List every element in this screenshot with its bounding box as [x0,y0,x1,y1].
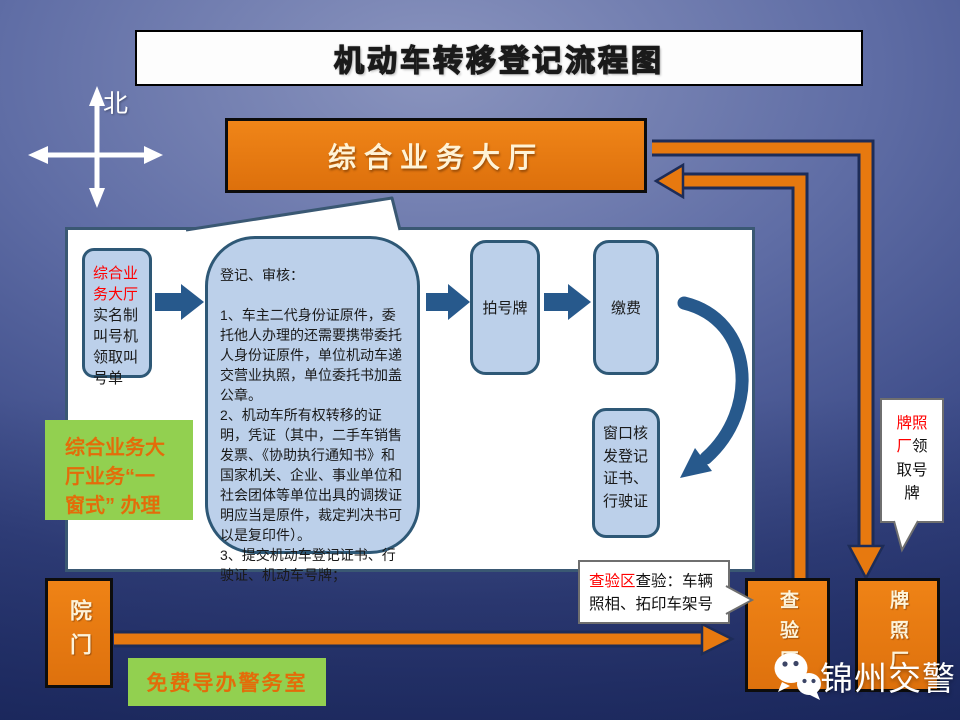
queue-box-text: 实名制叫号机领取叫号单 [93,307,139,387]
queue-box-highlight: 综合业务大厅 [93,265,139,303]
callout-plate: 牌照厂领取号牌 [880,398,944,523]
photo-number-box: 拍号牌 [470,240,540,375]
compass-icon [28,86,163,208]
note-one-window-line: 窗式” 办理 [65,495,161,517]
arrow-gate-to-inspection [114,621,735,657]
plate-factory-label: 牌照厂 [887,590,908,680]
note-one-window-line: 综合业务大 [65,437,165,459]
callout-inspection: 查验区查验：车辆照相、拓印车架号 [578,560,730,624]
note-one-window-line: 厅业务“一 [65,466,155,488]
gate-box-label: 院门 [67,599,92,667]
callout-plate-highlight: 牌照厂 [896,415,928,456]
hall-box: 综合业务大厅 [225,118,647,193]
queue-box: 综合业务大厅实名制叫号机领取叫号单 [82,248,152,387]
callout-plate-tail [893,520,919,553]
note-one-window: 综合业务大 厅业务“一 窗式” 办理 [45,420,193,520]
issue-certificate-box: 窗口核发登记证书、行驶证 [592,408,660,538]
callout-plate-text: 领取号牌 [896,438,928,502]
page-title: 机动车转移登记流程图 [333,44,664,78]
pay-label: 缴费 [610,300,641,317]
title-bar: 机动车转移登记流程图 [135,30,863,86]
gate-box: 院门 [45,578,113,688]
wechat-icon [774,653,821,700]
compass-north-label: 北 [103,90,129,118]
callout-inspection-tail [725,585,755,615]
watermark-label: 锦州交警 [820,660,956,697]
register-box: 登记、审核： 1、车主二代身份证原件，委托他人办理的还需要携带委托人身份证原件，… [205,236,420,583]
hall-box-label: 综合业务大厅 [327,141,544,173]
callout-inspection-highlight: 查验区 [589,573,636,590]
note-free-guide: 免费导办警务室 [128,658,326,706]
photo-number-label: 拍号牌 [482,300,528,317]
pay-box: 缴费 [593,240,659,375]
plate-factory-box: 牌照厂 [855,578,940,692]
panel-tail [185,196,402,232]
